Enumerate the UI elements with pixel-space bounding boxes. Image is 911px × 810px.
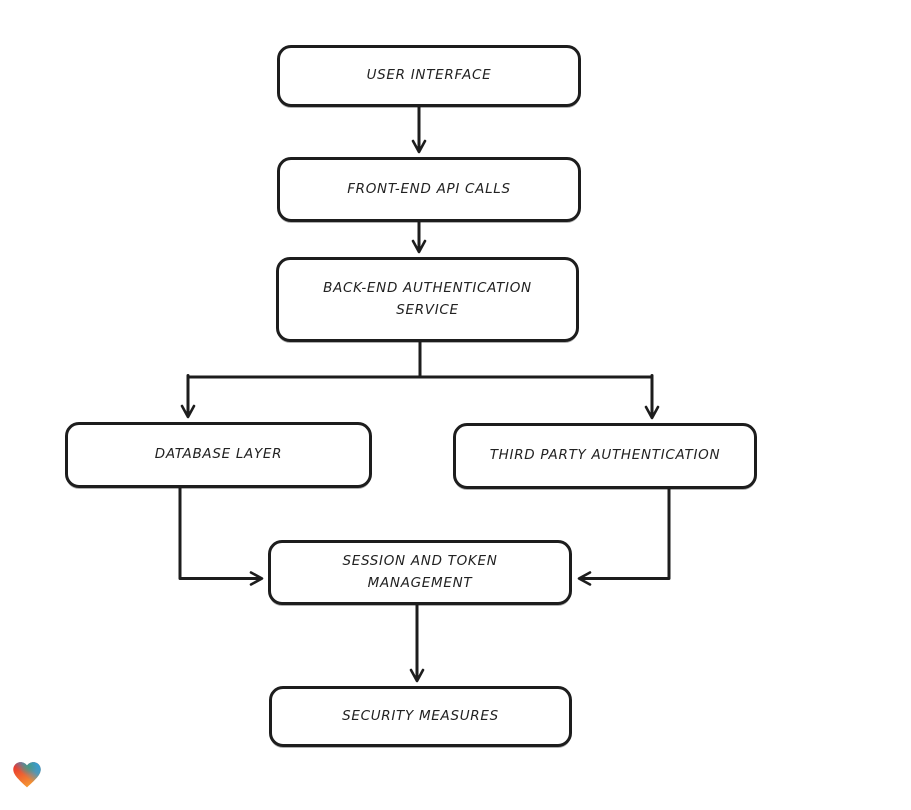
node-session-and-token-management-label: SESSION AND TOKEN MANAGEMENT — [342, 552, 498, 591]
node-third-party-authentication-label: THIRD PARTY AUTHENTICATION — [489, 447, 721, 464]
eraser-heart-logo[interactable] — [10, 758, 44, 791]
node-back-end-authentication-service[interactable]: BACK-END AUTHENTICATION SERVICE — [276, 257, 579, 342]
node-database-layer-label: DATABASE LAYER — [154, 446, 283, 463]
node-user-interface-label: USER INTERFACE — [366, 67, 492, 84]
node-third-party-authentication[interactable]: THIRD PARTY AUTHENTICATION — [453, 423, 757, 489]
node-user-interface[interactable]: USER INTERFACE — [277, 45, 581, 107]
node-database-layer[interactable]: DATABASE LAYER — [65, 422, 372, 488]
node-back-end-authentication-service-label: BACK-END AUTHENTICATION SERVICE — [323, 279, 532, 318]
node-front-end-api-calls[interactable]: FRONT-END API CALLS — [277, 157, 581, 222]
node-security-measures[interactable]: SECURITY MEASURES — [269, 686, 572, 747]
node-security-measures-label: SECURITY MEASURES — [342, 707, 499, 724]
edge-database-to-session — [178, 486, 264, 586]
node-front-end-api-calls-label: FRONT-END API CALLS — [347, 180, 511, 197]
edge-thirdparty-to-session — [577, 487, 671, 586]
node-session-and-token-management[interactable]: SESSION AND TOKEN MANAGEMENT — [268, 540, 572, 605]
